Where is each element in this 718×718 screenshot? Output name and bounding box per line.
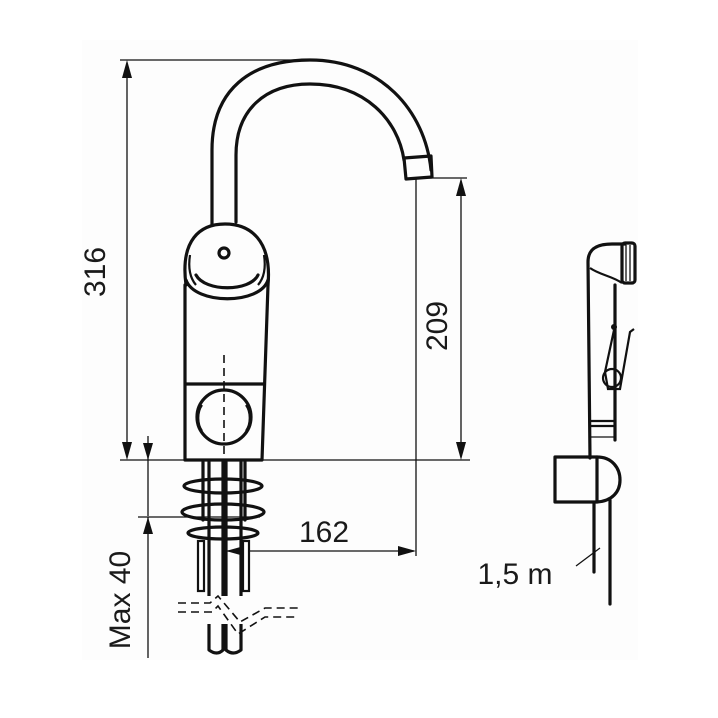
- hose-right: [224, 460, 243, 655]
- leader-line-hose: [575, 547, 601, 567]
- aerator-tip: [402, 154, 434, 181]
- arrow-down-icon: [456, 442, 466, 460]
- supply-hoses: [178, 460, 298, 655]
- arrow-up-icon: [122, 60, 132, 78]
- shower-handle-left: [586, 242, 627, 460]
- label-max-40: Max 40: [104, 551, 137, 649]
- handle-screw-icon: [217, 246, 231, 260]
- shower-head-nozzle: [620, 241, 637, 285]
- hand-shower: [586, 241, 637, 460]
- trigger-pivot-icon: [611, 324, 617, 330]
- stud-right: [241, 539, 251, 593]
- arrow-right-icon: [398, 546, 416, 556]
- spout-inner-curve: [234, 82, 406, 224]
- arrow-down-icon: [143, 443, 153, 460]
- stud-left: [196, 539, 206, 593]
- handle-left-facet: [188, 254, 197, 286]
- break-line-lower: [178, 604, 298, 636]
- dimension-total-height: 316: [79, 59, 320, 460]
- trigger-lever: [603, 328, 635, 391]
- arrow-down-icon: [122, 442, 132, 460]
- shower-hose: 1,5 m: [477, 498, 612, 606]
- label-hose-length: 1,5 m: [477, 558, 552, 591]
- faucet-body: [183, 283, 270, 470]
- gooseneck-spout: [210, 58, 434, 227]
- dimension-spout-height: 209: [415, 177, 467, 556]
- wall-holder: [553, 455, 622, 504]
- dimension-max-40: Max 40: [104, 436, 260, 658]
- break-gap: [204, 596, 249, 624]
- label-162: 162: [299, 516, 349, 549]
- handle-inner-curve: [194, 273, 260, 290]
- lever-handle: [183, 222, 271, 301]
- holder-bracket: [553, 455, 599, 504]
- shower-outlet-connector: [195, 388, 253, 446]
- arrow-up-icon: [143, 517, 153, 534]
- handle-lower-curve: [184, 278, 270, 301]
- shower-head-neck: [589, 267, 623, 284]
- spout-outer-curve: [210, 58, 433, 227]
- label-209: 209: [421, 301, 454, 351]
- break-line-upper: [178, 594, 298, 624]
- hose-left: [207, 460, 225, 655]
- handle-dome: [183, 222, 271, 287]
- arrow-up-icon: [456, 178, 466, 196]
- label-316: 316: [79, 247, 112, 297]
- connector-left-grip: [197, 404, 203, 432]
- holder-cradle: [595, 455, 622, 504]
- handle-right-facet: [257, 254, 266, 286]
- connector-right-grip: [245, 404, 251, 432]
- trigger-knob: [601, 367, 623, 389]
- drawing-panel: [82, 40, 638, 660]
- body-outline: [183, 283, 270, 462]
